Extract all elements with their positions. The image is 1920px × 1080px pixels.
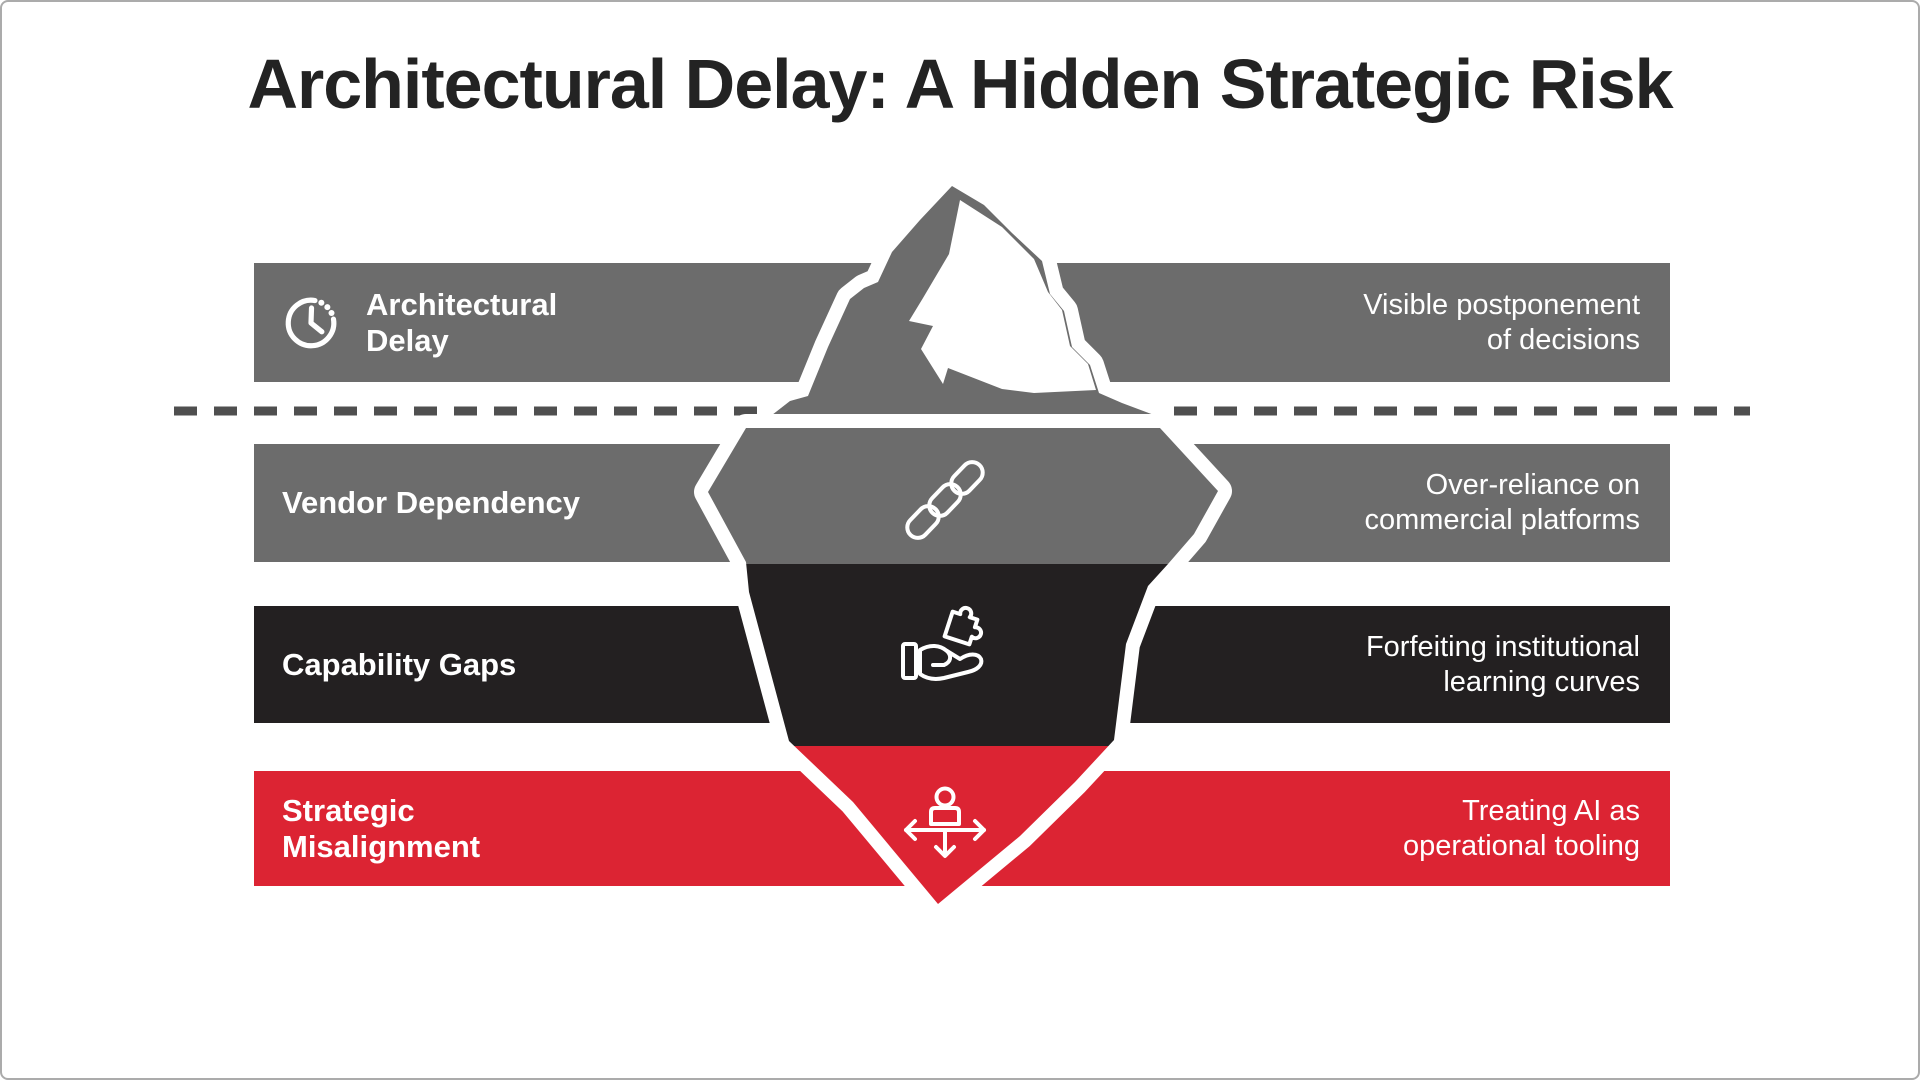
layer-left-vendor-dependency: Vendor Dependency <box>254 485 580 521</box>
layer-label: Architectural Delay <box>366 286 558 358</box>
page-title: Architectural Delay: A Hidden Strategic … <box>247 45 1673 123</box>
layer-left-strategic-misalignment: Strategic Misalignment <box>254 793 480 865</box>
layer-left-capability-gaps: Capability Gaps <box>254 647 516 683</box>
layer-left-architectural-delay: Architectural Delay <box>254 287 557 359</box>
layer-description: Forfeiting institutional learning curves <box>1365 630 1640 698</box>
layer-band-vendor-dependency: Vendor Dependency Over-reliance on comme… <box>254 444 1670 562</box>
layer-label: Capability Gaps <box>282 646 517 682</box>
layer-band-capability-gaps: Capability Gaps Forfeiting institutional… <box>254 606 1670 723</box>
layer-description: Treating AI as operational tooling <box>1402 794 1640 862</box>
layer-label: Vendor Dependency <box>282 485 581 520</box>
layer-band-architectural-delay: Architectural Delay Visible postponement… <box>254 263 1670 382</box>
clock-icon <box>285 297 337 348</box>
layer-description: Over-reliance on commercial platforms <box>1364 469 1640 536</box>
layer-description: Visible postponement of decisions <box>1363 288 1640 356</box>
layer-label: Strategic Misalignment <box>282 792 481 864</box>
layer-band-strategic-misalignment: Strategic Misalignment Treating AI as op… <box>254 771 1670 886</box>
